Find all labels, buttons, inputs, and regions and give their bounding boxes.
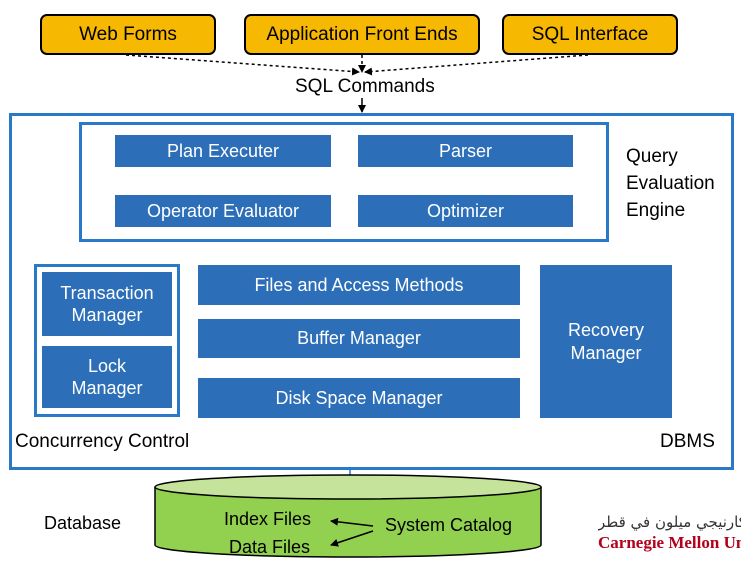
client-application-front-ends: Application Front Ends: [244, 14, 480, 55]
database-label: Database: [44, 513, 122, 533]
files-access-methods-box: Files and Access Methods: [198, 265, 520, 305]
dbms-label: DBMS: [660, 431, 715, 452]
recovery-manager-box: Recovery Manager: [540, 265, 672, 418]
operator-evaluator-box: Operator Evaluator: [115, 195, 331, 227]
cmu-qatar-logo: كارنيجي ميلون في قطر Carnegie Mellon Uni: [598, 512, 741, 556]
sql-interface-arrow: [364, 54, 589, 76]
web-forms-arrow: [125, 54, 360, 76]
transaction-manager-box: Transaction Manager: [42, 272, 172, 336]
logo-arabic-text: كارنيجي ميلون في قطر: [598, 513, 741, 531]
system-catalog-label: System Catalog: [385, 515, 513, 535]
lock-manager-box: Lock Manager: [42, 346, 172, 408]
concurrency-control-label: Concurrency Control: [15, 431, 190, 452]
data-files-label: Data Files: [229, 537, 311, 557]
parser-box: Parser: [358, 135, 573, 167]
query-engine-label: Query Evaluation Engine: [626, 146, 715, 221]
optimizer-box: Optimizer: [358, 195, 573, 227]
index-files-label: Index Files: [224, 509, 312, 529]
buffer-manager-box: Buffer Manager: [198, 319, 520, 358]
client-sql-interface: SQL Interface: [502, 14, 678, 55]
sql-commands-label: SQL Commands: [295, 76, 435, 97]
client-web-forms: Web Forms: [40, 14, 216, 55]
plan-executer-box: Plan Executer: [115, 135, 331, 167]
logo-latin-text: Carnegie Mellon Uni: [598, 533, 741, 552]
disk-space-manager-box: Disk Space Manager: [198, 378, 520, 418]
